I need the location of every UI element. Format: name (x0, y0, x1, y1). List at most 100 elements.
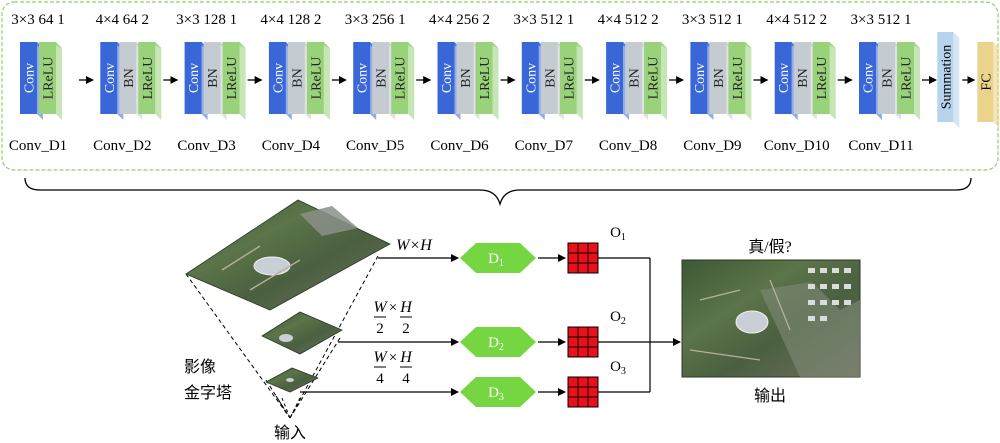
block-spec: 3×3 256 1 (345, 12, 406, 28)
lrelu-layer (475, 42, 493, 114)
output-label: O1 (610, 225, 626, 243)
output-grid (567, 242, 599, 274)
lrelu-layer-top (897, 42, 920, 48)
pyramid-edge (289, 337, 341, 419)
conv-layer-top (20, 42, 43, 48)
lrelu-layer-side (408, 42, 415, 120)
lrelu-label: LReLU (478, 57, 493, 100)
conv-layer-top (437, 42, 461, 48)
discriminator-label: D3 (488, 385, 504, 403)
bn-layer (372, 42, 390, 114)
lrelu-layer (306, 42, 324, 114)
conv-label: Conv (693, 63, 708, 93)
pyramid-edge (289, 255, 379, 419)
scale-label-den: 4 (376, 371, 384, 387)
lrelu-layer (39, 42, 56, 114)
image-feature (808, 316, 815, 321)
lrelu-layer (728, 42, 746, 114)
bn-layer-top (456, 42, 480, 48)
conv-layer (268, 42, 286, 114)
bn-label: BN (543, 68, 558, 87)
lrelu-layer-side (829, 42, 836, 120)
lrelu-layer-side (239, 42, 246, 120)
lrelu-layer (391, 42, 409, 114)
lrelu-layer-side (323, 42, 330, 120)
lrelu-layer-top (138, 42, 162, 48)
image-feature (760, 282, 860, 377)
block-name: Conv_D3 (177, 138, 235, 154)
block-spec: 3×3 128 1 (176, 12, 237, 28)
block-name: Conv_D6 (430, 138, 489, 154)
lrelu-layer-side (661, 42, 668, 120)
lrelu-label: LReLU (731, 57, 746, 100)
output-label: O2 (610, 309, 626, 327)
discriminator-shape (460, 377, 536, 407)
summation-side (953, 32, 960, 128)
scale-label-den: 2 (402, 321, 410, 337)
pyramid-label-line2: 金字塔 (184, 384, 232, 402)
conv-layer-top (184, 42, 208, 48)
image-feature (820, 284, 827, 289)
bn-layer (540, 42, 558, 114)
conv-label: Conv (23, 63, 38, 93)
fc-layer (977, 42, 994, 122)
lrelu-label: LReLU (394, 57, 409, 100)
block-name: Conv_D9 (683, 138, 741, 154)
scale-label-w: W (373, 349, 388, 366)
lrelu-layer-top (475, 42, 499, 48)
lrelu-layer-top (812, 42, 836, 48)
lrelu-label: LReLU (309, 57, 324, 100)
lrelu-layer-top (559, 42, 583, 48)
bn-layer-top (540, 42, 564, 48)
block-name: Conv_D1 (9, 138, 67, 154)
conv-label: Conv (524, 63, 539, 93)
lrelu-layer-side (745, 42, 752, 120)
conv-layer-top (774, 42, 798, 48)
lrelu-label: LReLU (815, 57, 830, 100)
lrelu-layer-side (492, 42, 499, 120)
bn-label: BN (628, 68, 643, 87)
conv-label: Conv (103, 63, 118, 93)
lrelu-layer-top (306, 42, 330, 48)
bn-layer (709, 42, 727, 114)
conv-label: Conv (777, 63, 792, 93)
bn-label: BN (796, 68, 811, 87)
brace (24, 177, 972, 207)
image-feature (735, 310, 769, 334)
conv-layer (774, 42, 792, 114)
block-spec: 3×3 512 1 (851, 12, 912, 28)
bn-label: BN (459, 68, 474, 87)
scale-label-h: H (399, 349, 413, 366)
bn-layer (287, 42, 305, 114)
image-feature (820, 316, 827, 321)
conv-layer (437, 42, 455, 114)
bn-layer (119, 42, 137, 114)
lrelu-label: LReLU (141, 57, 156, 100)
image-feature (832, 268, 839, 273)
pyramid-image-large (185, 199, 391, 311)
image-feature (844, 300, 851, 305)
bn-label: BN (122, 68, 137, 87)
lrelu-layer-side (576, 42, 583, 120)
conv-label: Conv (187, 63, 202, 93)
image-feature (300, 206, 358, 236)
conv-label: Conv (356, 63, 371, 93)
bn-label: BN (712, 68, 727, 87)
image-feature (832, 284, 839, 289)
image-feature (808, 268, 815, 273)
scale-label: W×H (396, 237, 433, 254)
lrelu-layer-side (914, 42, 920, 120)
image-feature (279, 334, 293, 342)
pyramid-edge (185, 273, 291, 419)
real-fake-label: 真/假? (748, 238, 792, 256)
